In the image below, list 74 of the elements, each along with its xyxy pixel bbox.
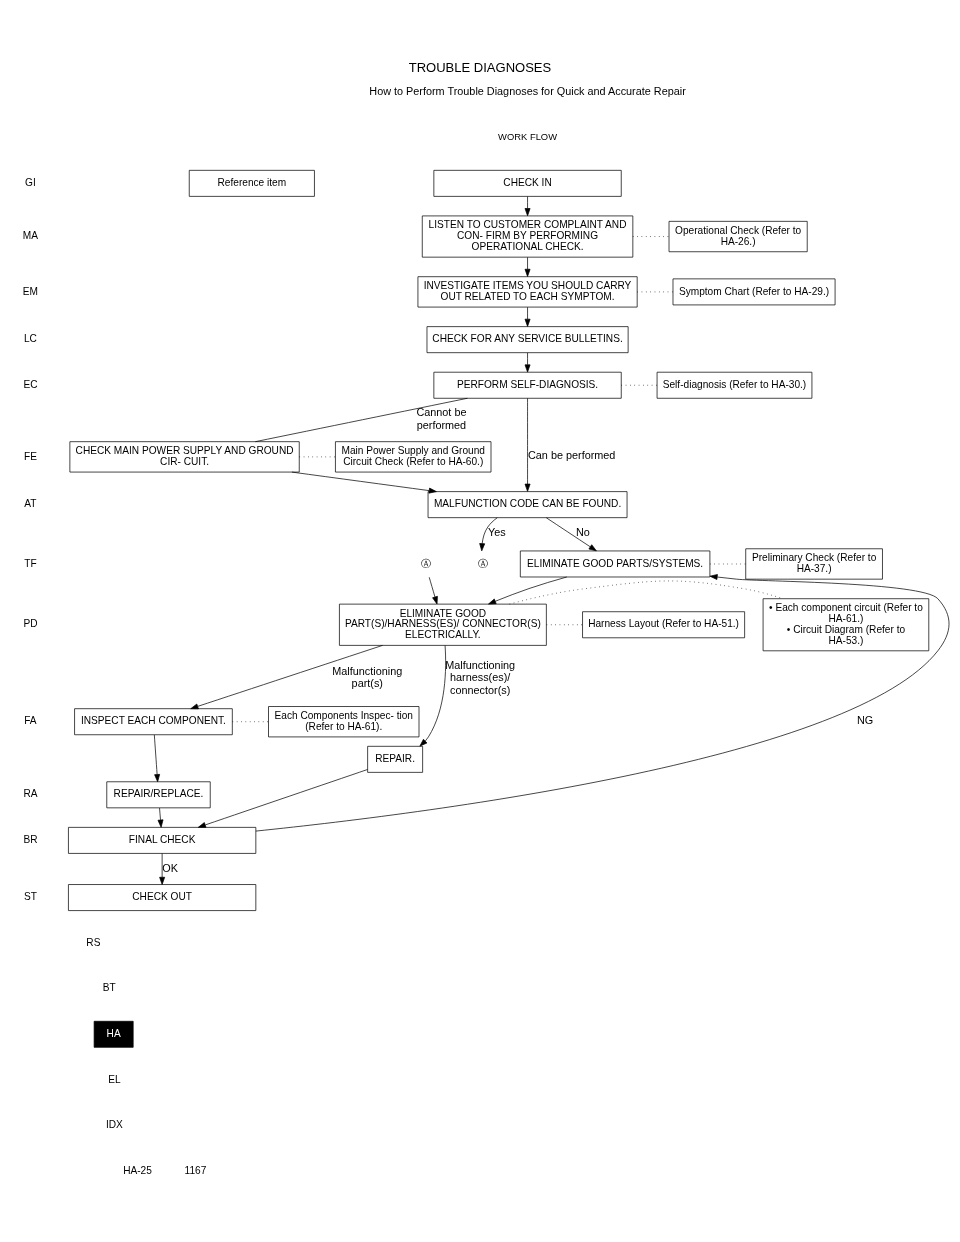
diagram-title: TROUBLE DIAGNOSES xyxy=(408,59,552,75)
label: ST xyxy=(23,890,37,902)
label: BT xyxy=(102,981,116,993)
node-box: FINAL CHECK xyxy=(68,826,257,854)
label: LC xyxy=(23,332,37,344)
node-box: Operational Check (Refer to HA-26.) xyxy=(668,220,808,252)
arrow xyxy=(524,256,531,277)
label: How to Perform Trouble Diagnoses for Quick and Accurate Repair xyxy=(369,84,686,97)
label: IDX xyxy=(105,1118,123,1130)
edge-label: OK xyxy=(162,861,178,874)
node-box: INSPECT EACH COMPONENT. xyxy=(74,707,233,735)
label: RS xyxy=(86,936,101,948)
node-box: CHECK OUT xyxy=(68,883,257,911)
label: RA xyxy=(23,787,38,799)
label: 1167 xyxy=(184,1164,207,1176)
arrow xyxy=(488,576,568,604)
arrow xyxy=(479,516,498,551)
label: AT xyxy=(24,497,37,509)
node-box: INVESTIGATE ITEMS YOU SHOULD CARRY OUT RELATED TO EACH SYMPTOM. xyxy=(417,275,638,307)
node-box: • Each component circuit (Refer to HA-61.) • Circuit Diagram (Refer to HA-53.) xyxy=(762,597,930,651)
node-box: ELIMINATE GOOD PARTS/SYSTEMS. xyxy=(519,550,711,577)
arrow xyxy=(428,576,438,604)
label: EL xyxy=(108,1073,121,1085)
edge-label: Malfunctioning part(s) xyxy=(332,664,403,689)
label: HA-25 xyxy=(123,1164,152,1176)
arrow xyxy=(153,734,160,782)
node-text: Ⓐ xyxy=(477,557,488,569)
node-box: REPAIR/REPLACE. xyxy=(106,780,211,808)
node-box: MALFUNCTION CODE CAN BE FOUND. xyxy=(427,490,628,518)
label: FA xyxy=(24,714,37,726)
edge-label: Can be performed xyxy=(527,448,616,461)
node-box: Main Power Supply and Ground Circuit Check (Refer to HA-60.) xyxy=(335,440,492,472)
label: PD xyxy=(23,617,38,629)
arrow xyxy=(524,306,531,327)
edge-label: Cannot be performed xyxy=(416,405,467,431)
label: GI xyxy=(25,176,36,188)
edge-label: Yes xyxy=(487,525,506,538)
arrow xyxy=(524,352,531,372)
arrow xyxy=(197,768,368,828)
connector xyxy=(254,397,468,442)
arrow xyxy=(159,852,165,885)
node-box: Preliminary Check (Refer to HA-37.) xyxy=(745,547,883,580)
node-box: Symptom Chart (Refer to HA-29.) xyxy=(672,278,836,305)
label: EM xyxy=(22,285,39,297)
node-box: LISTEN TO CUSTOMER COMPLAINT AND CON- FIRM BY PERFORMING OPERATIONAL CHECK. xyxy=(421,215,634,258)
arrow xyxy=(546,516,597,551)
node-box: CHECK IN xyxy=(433,169,622,197)
label: HA xyxy=(106,1027,121,1039)
label: WORK FLOW xyxy=(498,130,558,142)
node-box: Reference item xyxy=(188,169,315,197)
arrow xyxy=(190,644,383,709)
node-box: Harness Layout (Refer to HA-51.) xyxy=(582,610,745,638)
node-box: PERFORM SELF-DIAGNOSIS. xyxy=(433,371,622,399)
arrow xyxy=(524,397,531,492)
label: FE xyxy=(23,450,37,462)
arrow xyxy=(419,644,446,746)
edge-label: Malfunctioning harness(es)/ connector(s) xyxy=(445,658,516,695)
node-box: ELIMINATE GOOD PART(S)/HARNESS(ES)/ CONNECTOR(S) ELECTRICALLY. xyxy=(339,603,547,646)
edge-label: NG xyxy=(856,713,874,726)
arrow xyxy=(157,807,164,828)
node-box: Each Components Inspec- tion (Refer to HA-61). xyxy=(268,705,420,737)
arrow xyxy=(524,195,531,216)
node-text: Ⓐ xyxy=(420,557,431,569)
node-box: CHECK FOR ANY SERVICE BULLETINS. xyxy=(426,325,629,353)
label: TF xyxy=(24,557,37,569)
edge-label: No xyxy=(575,525,590,538)
label: MA xyxy=(22,229,39,241)
arrow xyxy=(255,573,950,831)
node-box: CHECK MAIN POWER SUPPLY AND GROUND CIR- CUIT. xyxy=(69,440,300,472)
label: BR xyxy=(23,833,38,845)
node-box: REPAIR. xyxy=(367,745,423,773)
label: EC xyxy=(23,378,38,390)
arrow xyxy=(291,471,437,493)
node-box: Self-diagnosis (Refer to HA-30.) xyxy=(656,371,813,399)
